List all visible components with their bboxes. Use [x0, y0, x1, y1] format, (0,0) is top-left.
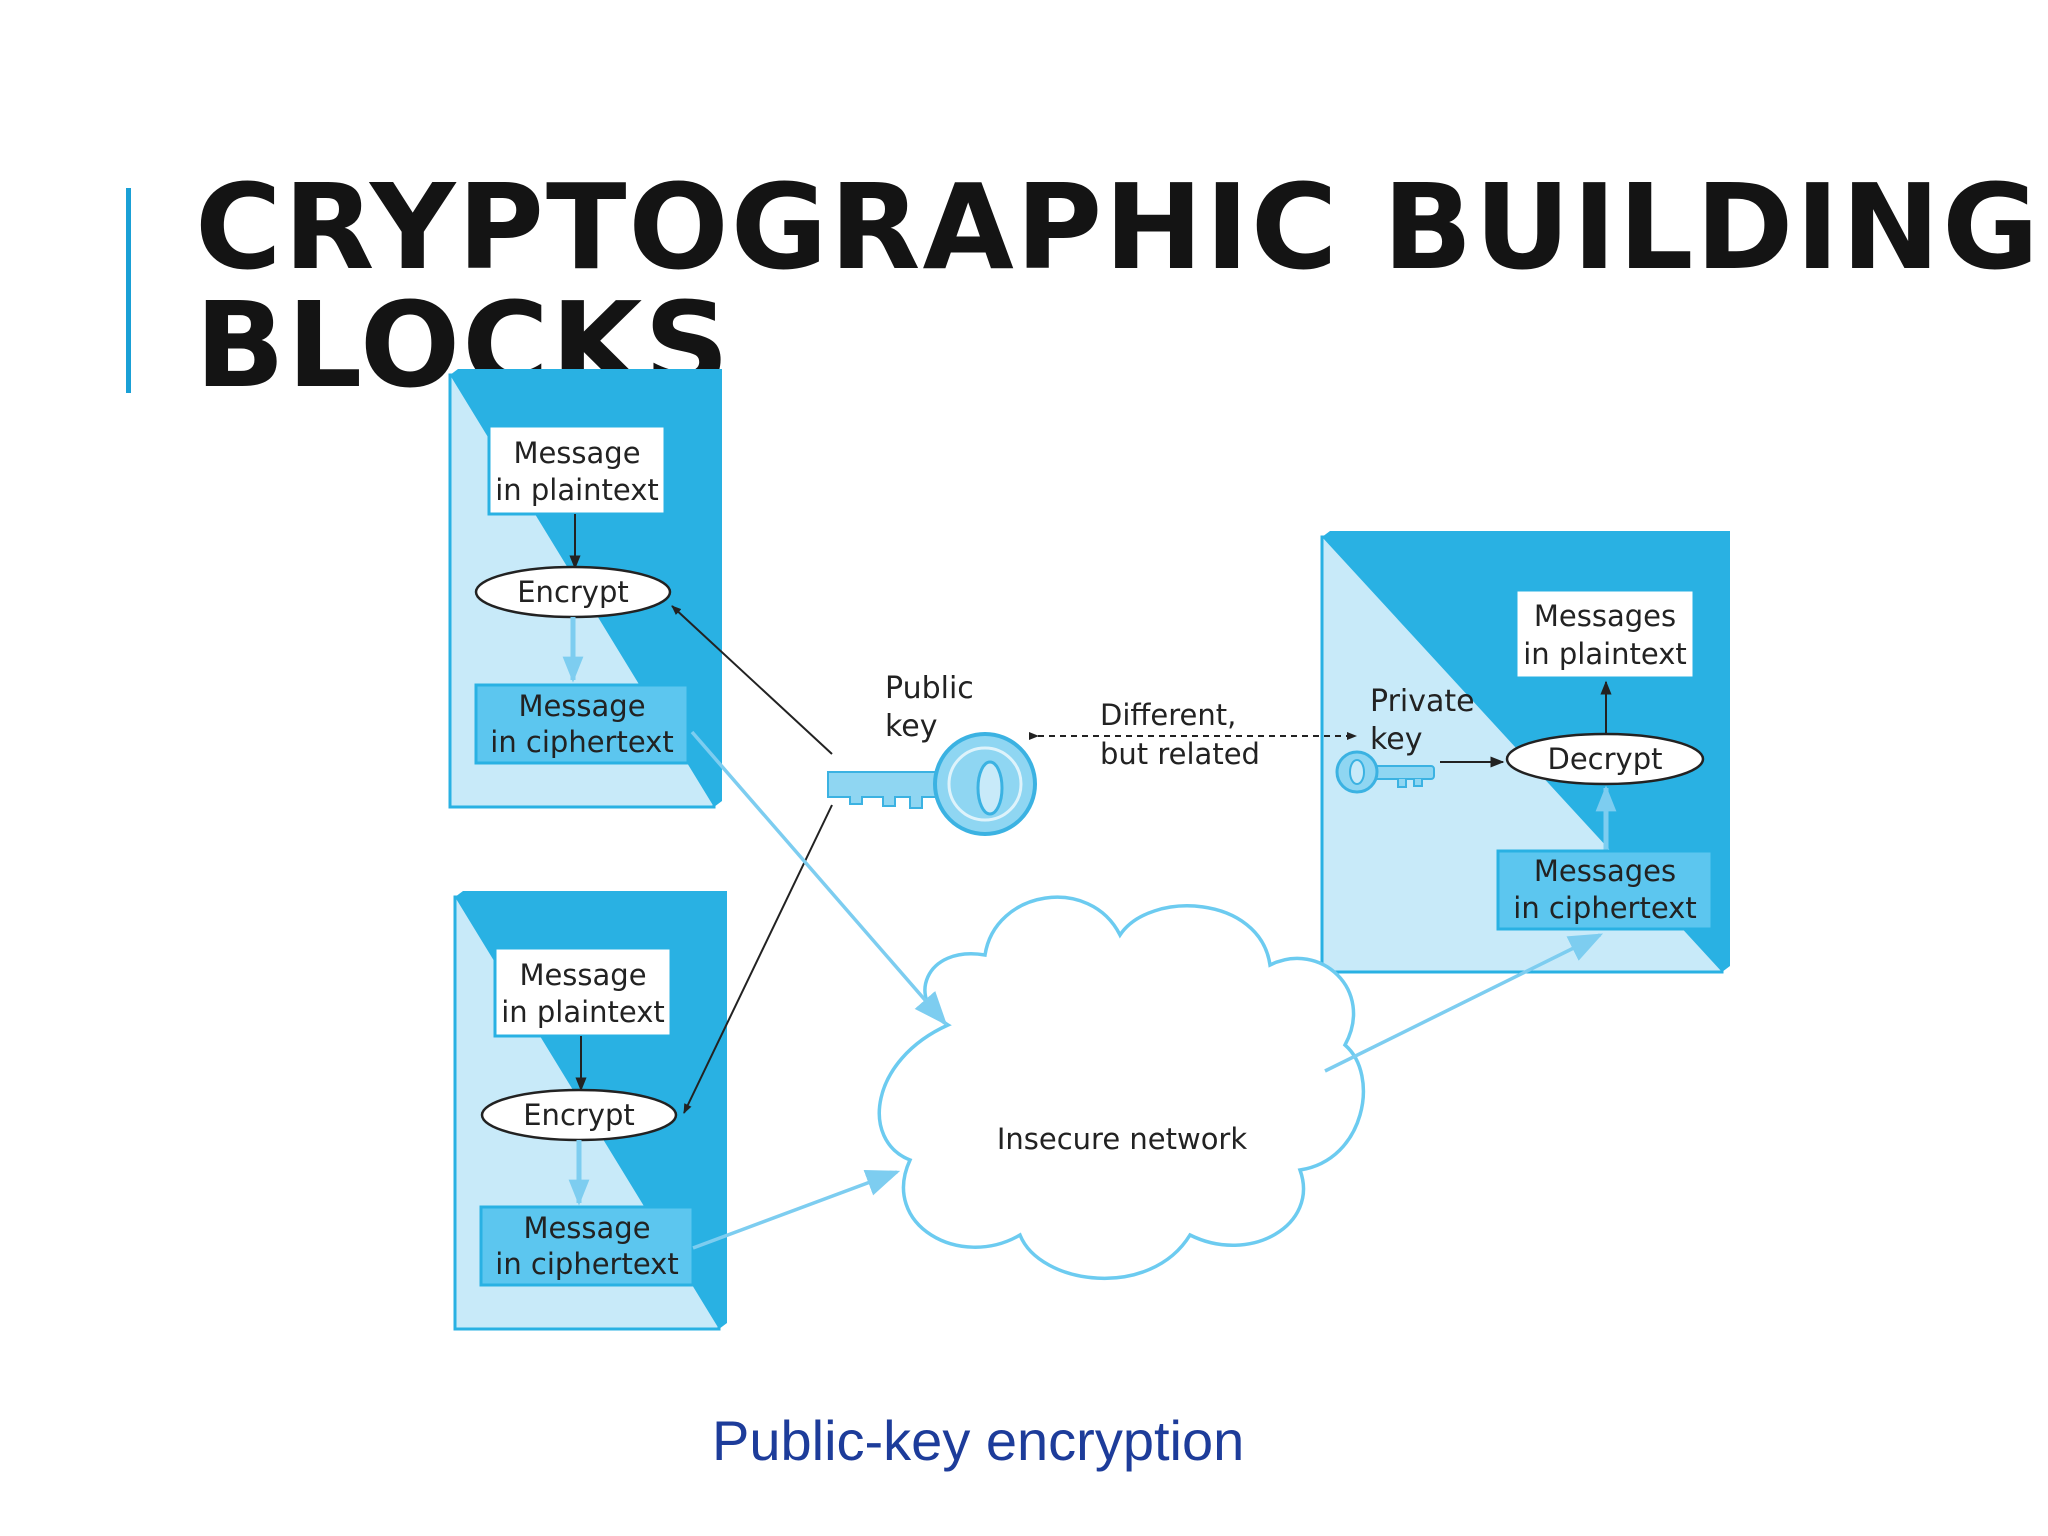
- bottom-ciphertext-to-network-arrow: [692, 1169, 901, 1250]
- public-key-to-top-encrypt-arrow: [671, 605, 833, 755]
- receiver-plaintext-label-1: Messages: [1534, 599, 1676, 633]
- slide-title-line-1: CRYPTOGRAPHIC BUILDING: [195, 158, 2041, 296]
- top-ciphertext-to-network-arrow: [690, 730, 948, 1026]
- receiver-decrypt-label: Decrypt: [1548, 742, 1663, 776]
- public-key-icon: [827, 732, 1037, 836]
- private-key-icon: [1335, 750, 1435, 794]
- sender-bottom-plaintext-box: [493, 946, 673, 1038]
- insecure-network-cloud: Insecure network: [877, 895, 1366, 1280]
- sender-bottom-ciphertext-box: [479, 1205, 695, 1287]
- network-to-receiver-arrow: [1324, 933, 1604, 1073]
- receiver-decrypt-ellipse: [1505, 732, 1705, 786]
- sender-bottom-ciphertext-label-2: in ciphertext: [495, 1247, 678, 1281]
- sender-top-ciphertext-label-1: Message: [518, 689, 645, 723]
- sender-bottom-encrypt-label: Encrypt: [523, 1098, 635, 1132]
- public-key-label-1: Public: [885, 671, 974, 706]
- receiver-plaintext-label-2: in plaintext: [1523, 637, 1687, 671]
- sender-bottom-panel: Message in plaintext Encrypt Message in …: [453, 891, 727, 1331]
- receiver-plaintext-box: [1514, 588, 1696, 680]
- receiver-ciphertext-box: [1496, 849, 1714, 931]
- diagram-caption: Public-key encryption: [712, 1409, 1245, 1472]
- receiver-ciphertext-label-2: in ciphertext: [1513, 891, 1696, 925]
- sender-top-ciphertext-label-2: in ciphertext: [490, 725, 673, 759]
- sender-top-ciphertext-box: [474, 683, 690, 765]
- title-accent-bar: [126, 188, 131, 393]
- receiver-panel: Messages in plaintext Decrypt Messages i…: [1320, 531, 1730, 974]
- private-key-label-1: Private: [1370, 684, 1475, 719]
- public-key-to-bottom-encrypt-arrow: [683, 804, 833, 1114]
- public-key-group: Public key: [827, 671, 1037, 836]
- insecure-network-label: Insecure network: [997, 1122, 1248, 1156]
- receiver-ciphertext-label-1: Messages: [1534, 854, 1676, 888]
- private-key-label-2: key: [1370, 722, 1423, 757]
- sender-top-encrypt-label: Encrypt: [517, 575, 629, 609]
- sender-top-panel: Message in plaintext Encrypt Message in …: [448, 369, 722, 809]
- sender-bottom-plaintext-label-2: in plaintext: [501, 995, 665, 1029]
- sender-bottom-plaintext-label-1: Message: [519, 958, 646, 992]
- sender-top-plaintext-box: [487, 424, 667, 516]
- sender-top-plaintext-label-2: in plaintext: [495, 473, 659, 507]
- cloud-icon: [877, 895, 1366, 1280]
- relation-label-1: Different,: [1100, 698, 1236, 732]
- sender-top-plaintext-label-1: Message: [513, 436, 640, 470]
- public-key-label-2: key: [885, 709, 938, 744]
- sender-bottom-ciphertext-label-1: Message: [523, 1211, 650, 1245]
- relation-label-2: but related: [1100, 737, 1260, 771]
